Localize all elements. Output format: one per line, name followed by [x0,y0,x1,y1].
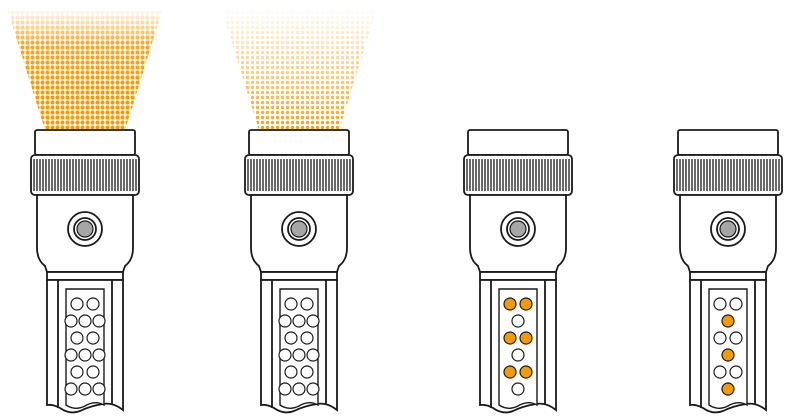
grip-ring [674,155,782,195]
battery-cell [307,315,319,327]
neck-band [690,272,766,280]
light-beam [7,8,163,130]
battery-cell [79,315,91,327]
battery-cell [714,332,726,344]
battery-cell [520,332,532,344]
battery-cell [307,349,319,361]
grip-ring [245,155,353,195]
neck-band [261,272,337,280]
battery-cell [279,349,291,361]
battery-cell [730,332,742,344]
battery-cell [730,298,742,310]
battery-cell [87,366,99,378]
battery-cell [307,383,319,395]
battery-cell [293,349,305,361]
neck-band [47,272,123,280]
light-beam [221,8,377,130]
battery-cell [722,349,734,361]
battery-cell [512,315,524,327]
battery-cell [293,383,305,395]
battery-cell [93,383,105,395]
battery-cell [87,298,99,310]
battery-cell [65,383,77,395]
battery-cell [512,383,524,395]
lens-cap [678,130,778,155]
battery-cell [285,332,297,344]
battery-cell [714,366,726,378]
battery-cell [93,315,105,327]
battery-cell [279,315,291,327]
battery-cell [722,383,734,395]
power-button-icon [501,212,535,246]
flashlight [674,130,782,412]
flashlight [221,8,377,412]
battery-cell [520,366,532,378]
battery-cell [714,298,726,310]
battery-cell [512,349,524,361]
battery-cell [93,349,105,361]
battery-cell [722,315,734,327]
battery-cell [504,332,516,344]
battery-cell [71,332,83,344]
battery-cell [79,383,91,395]
battery-cell [504,298,516,310]
lens-cap [35,130,135,155]
battery-cell [71,298,83,310]
grip-ring [464,155,572,195]
battery-cell [79,349,91,361]
battery-cell [293,315,305,327]
battery-cell [65,349,77,361]
flashlight [7,8,163,412]
power-button-icon [282,212,316,246]
neck-band [480,272,556,280]
battery-cell [279,383,291,395]
battery-cell [301,298,313,310]
lens-cap [249,130,349,155]
grip-ring [31,155,139,195]
battery-cell [285,366,297,378]
battery-cell [504,366,516,378]
flashlight [464,130,572,412]
battery-cell [285,298,297,310]
battery-cell [520,298,532,310]
battery-cell [730,366,742,378]
power-button-icon [68,212,102,246]
battery-cell [301,366,313,378]
battery-cell [71,366,83,378]
battery-cell [301,332,313,344]
battery-cell [65,315,77,327]
power-button-icon [711,212,745,246]
lens-cap [468,130,568,155]
battery-cell [87,332,99,344]
